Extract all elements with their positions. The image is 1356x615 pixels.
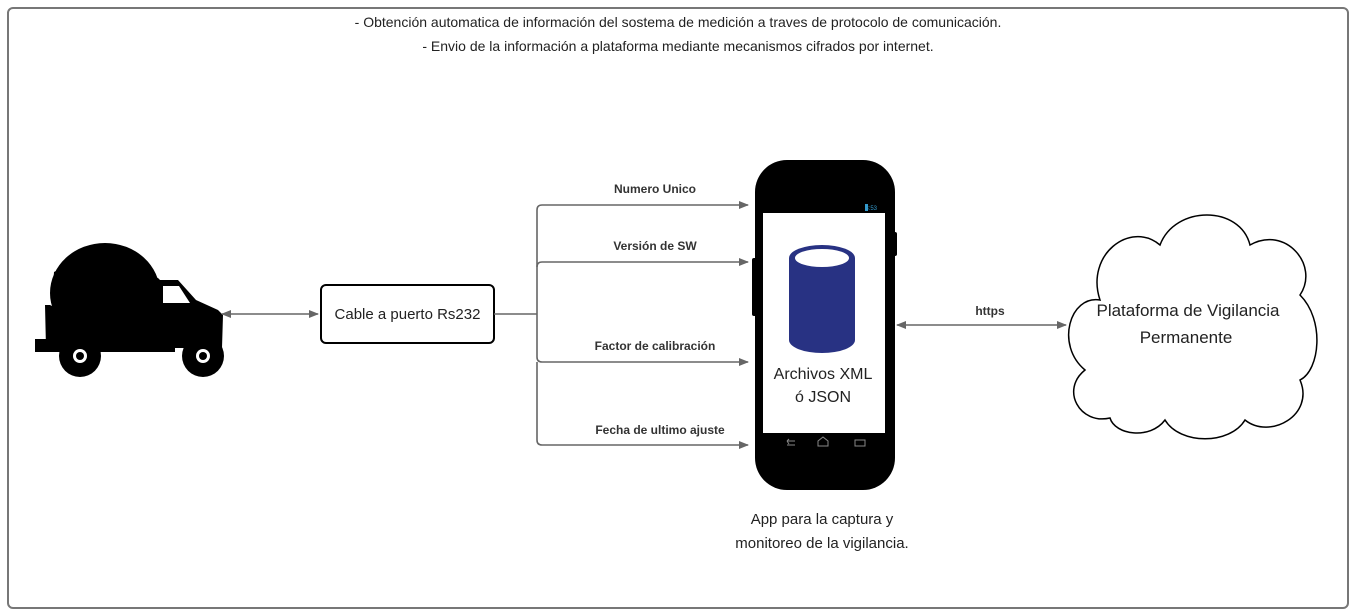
cloud-label-line-1: Plataforma de Vigilancia — [1096, 301, 1280, 320]
cable-box-label: Cable a puerto Rs232 — [335, 306, 481, 323]
storage-label-line-1: Archivos XML — [774, 366, 873, 383]
data-field-connectors — [494, 201, 749, 449]
battery-icon — [865, 204, 868, 211]
database-icon — [789, 245, 855, 353]
status-time: 3:53 — [865, 206, 877, 212]
cloud-platform[interactable]: Plataforma de Vigilancia Permanente — [1068, 214, 1318, 440]
field-label-version-sw: Versión de SW — [613, 239, 697, 253]
header-line-2: - Envio de la información a plataforma m… — [422, 38, 933, 54]
field-label-fecha-ajuste: Fecha de ultimo ajuste — [595, 423, 725, 437]
recent-apps-icon[interactable] — [854, 439, 866, 447]
cable-box[interactable]: Cable a puerto Rs232 — [320, 284, 495, 344]
app-caption-line-2: monitoreo de la vigilancia. — [735, 535, 908, 552]
tanker-truck-icon — [35, 243, 224, 377]
app-caption-line-1: App para la captura y — [751, 511, 894, 528]
back-icon[interactable] — [786, 438, 795, 446]
diagram-frame — [7, 7, 1349, 609]
field-label-factor-calibracion: Factor de calibración — [595, 339, 716, 353]
https-label: https — [975, 304, 1005, 318]
cloud-label-line-2: Permanente — [1140, 328, 1233, 347]
field-label-numero-unico: Numero Unico — [614, 182, 696, 196]
smartphone: 3:53 Archivos XML ó JSON — [752, 160, 897, 490]
header-line-1: - Obtención automatica de información de… — [355, 14, 1002, 30]
home-icon[interactable] — [817, 436, 829, 447]
storage-label-line-2: ó JSON — [795, 389, 851, 406]
